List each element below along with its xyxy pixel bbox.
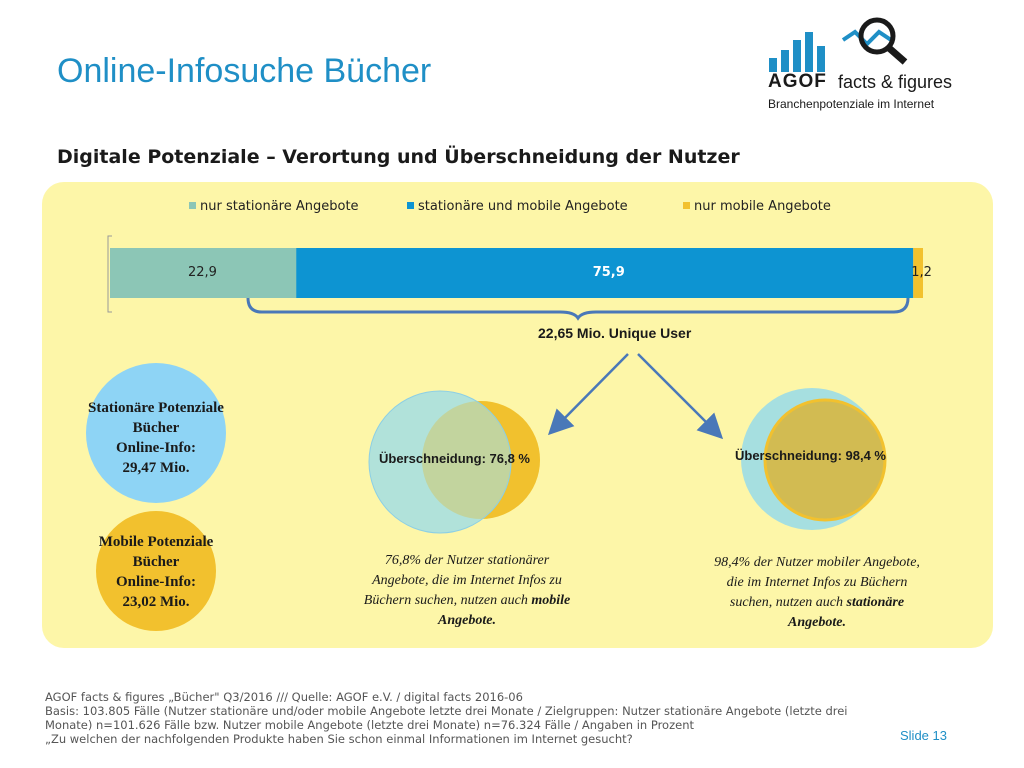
slide-number: Slide 13 [900,728,947,743]
legend-item-mobile: nur mobile Angebote [683,199,831,214]
desc-emphasis: Angebote. [788,615,846,630]
overlap-left-label: Überschneidung: 76,8 % [379,451,530,466]
legend-item-both: stationäre und mobile Angebote [407,199,628,214]
footer-line: AGOF facts & figures „Bücher" Q3/2016 //… [45,690,523,704]
page-title: Online-Infosuche Bücher [57,52,432,90]
desc-emphasis: stationäre [846,595,905,610]
overlap-right-description: 98,4% der Nutzer mobiler Angebote, die i… [672,553,962,633]
stationary-line4: 29,47 Mio. [122,460,190,476]
legend-swatch [189,202,196,209]
overlap-right-label: Überschneidung: 98,4 % [735,448,886,463]
desc-text: Büchern suchen, nutzen auch [363,593,532,608]
bar-segment-1 [296,248,914,298]
bar-axis [107,235,112,313]
arrow-right [637,353,724,440]
agof-logo [769,17,908,72]
mobile-line3: Online-Info: [115,574,196,590]
desc-line: suchen, nutzen auch stationäre [672,593,962,613]
mobile-potential-text: Mobile Potenziale Bücher Online-Info: 23… [72,532,240,612]
magnifier-icon [841,17,908,65]
venn-left-overlap [422,401,540,519]
arrow-left [547,353,629,436]
mobile-potential-circle [96,511,216,631]
unique-user-label: 22,65 Mio. Unique User [538,325,692,341]
bar-value-label-1: 75,9 [592,265,625,280]
desc-line: die im Internet Infos zu Büchern [726,575,908,590]
legend-label: stationäre und mobile Angebote [418,199,628,214]
mobile-line2: Bücher [132,554,180,570]
desc-text: suchen, nutzen auch [729,595,847,610]
stationary-potential-text: Stationäre Potenziale Bücher Online-Info… [72,398,240,478]
stationary-line1: Stationäre Potenziale [88,400,224,416]
bar-segments [110,248,923,298]
stationary-line2: Bücher [132,420,180,436]
legend-label: nur mobile Angebote [694,199,831,214]
desc-line: Angebote. [672,613,962,633]
venn-left-outline [368,390,512,534]
bar-value-label-0: 22,9 [188,265,217,280]
legend-swatch [683,202,690,209]
stationary-line3: Online-Info: [115,440,196,456]
logo-tagline: facts & figures [838,72,953,92]
stationary-potential-circle [86,363,226,503]
bar-value-label-2: 1,2 [911,265,932,280]
chart-subtitle: Digitale Potenziale – Verortung und Über… [57,146,740,168]
logo-subline: Branchenpotenziale im Internet [768,97,935,111]
desc-line: 76,8% der Nutzer stationärer [384,553,550,568]
desc-line: Büchern suchen, nutzen auch mobile [322,591,612,611]
bar-segment-2 [913,248,923,298]
bar-segment-0 [110,248,297,298]
logo-brand: AGOF [768,71,827,92]
brace [246,297,910,321]
overlap-left-description: 76,8% der Nutzer stationärer Angebote, d… [322,551,612,631]
footer-line: „Zu welchen der nachfolgenden Produkte h… [45,732,633,746]
footer-line: Monate) n=101.626 Fälle bzw. Nutzer mobi… [45,718,694,732]
bar-chart-icon [769,32,825,72]
desc-line: Angebote, die im Internet Infos zu [372,573,562,588]
desc-emphasis: Angebote. [438,613,496,628]
mobile-line4: 23,02 Mio. [122,594,190,610]
desc-line: Angebote. [322,611,612,631]
legend-swatch [407,202,414,209]
footer-source: AGOF facts & figures „Bücher" Q3/2016 //… [45,690,955,746]
legend-label: nur stationäre Angebote [200,199,359,214]
footer-line: Basis: 103.805 Fälle (Nutzer stationäre … [45,704,848,718]
venn-right-mobile [765,400,885,520]
mobile-line1: Mobile Potenziale [98,534,214,550]
venn-left-stationary [369,391,511,533]
desc-emphasis: mobile [531,593,571,608]
venn-right-mobile-edge [763,398,887,522]
legend-item-stationary: nur stationäre Angebote [189,199,359,214]
desc-line: 98,4% der Nutzer mobiler Angebote, [714,555,920,570]
